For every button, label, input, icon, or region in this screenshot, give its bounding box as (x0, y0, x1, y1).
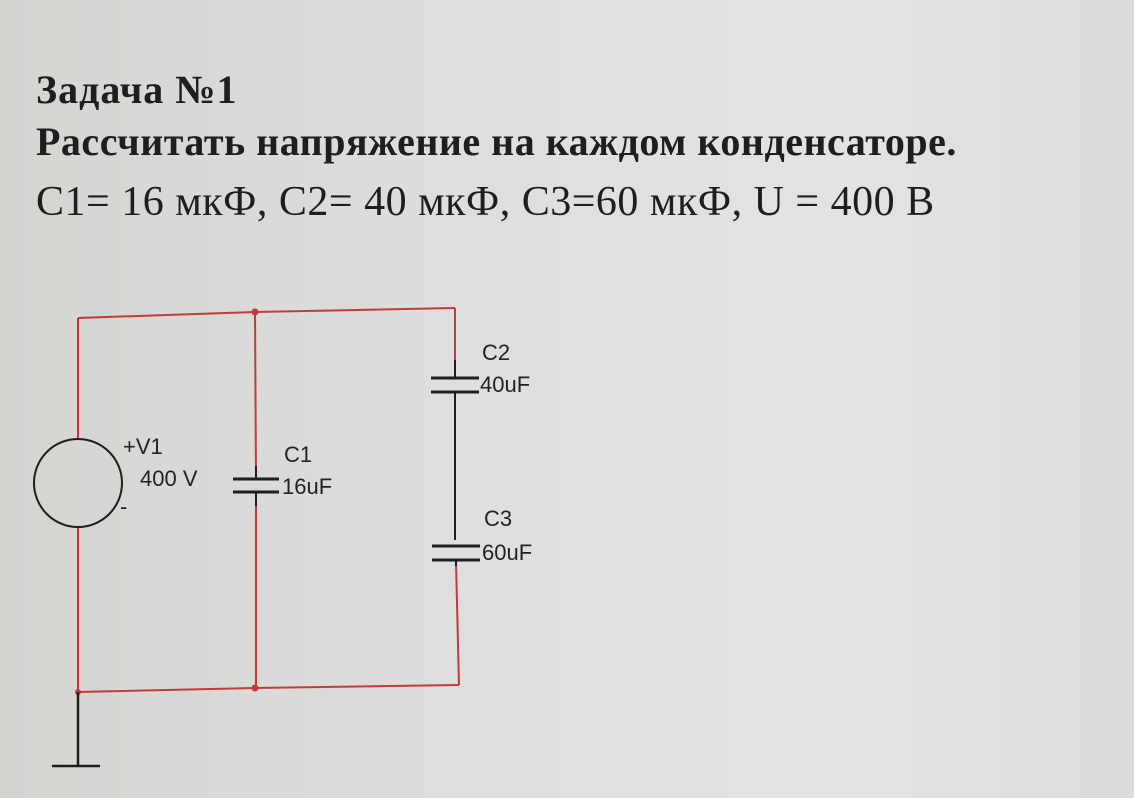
ground-symbol (52, 692, 100, 768)
task-title-text: Задача №1 (36, 67, 238, 112)
source-name: +V1 (123, 434, 163, 459)
c2-value: 40uF (480, 372, 530, 397)
wire-top (77, 307, 456, 319)
task-values-text: C1= 16 мкФ, C2= 40 мкФ, C3=60 мкФ, U = 4… (36, 179, 935, 225)
junction-top (251, 308, 259, 316)
capacitor-c3 (432, 544, 480, 566)
c1-name: C1 (284, 442, 312, 467)
c2-name: C2 (482, 340, 510, 365)
task-values: C1= 16 мкФ, C2= 40 мкФ, C3=60 мкФ, U = 4… (36, 178, 935, 226)
task-title: Задача №1 (36, 66, 238, 113)
task-statement: Рассчитать напряжение на каждом конденса… (36, 118, 957, 165)
c3-name: C3 (484, 506, 512, 531)
voltage-source: +V1 400 V - (33, 434, 198, 528)
c1-value: 16uF (282, 474, 332, 499)
source-minus: - (120, 494, 127, 519)
capacitor-c2 (431, 360, 479, 540)
wire-right-bottom (455, 561, 460, 686)
junctions (75, 308, 259, 695)
wire-bottom (77, 684, 460, 693)
circuit-wires (77, 307, 460, 693)
junction-bottom (251, 684, 259, 692)
source-value: 400 V (140, 466, 198, 491)
wire-middle-top (254, 311, 257, 479)
c3-value: 60uF (482, 540, 532, 565)
voltage-source-circle (33, 438, 123, 528)
capacitor-c1 (233, 466, 279, 506)
task-statement-text: Рассчитать напряжение на каждом конденса… (36, 119, 957, 164)
